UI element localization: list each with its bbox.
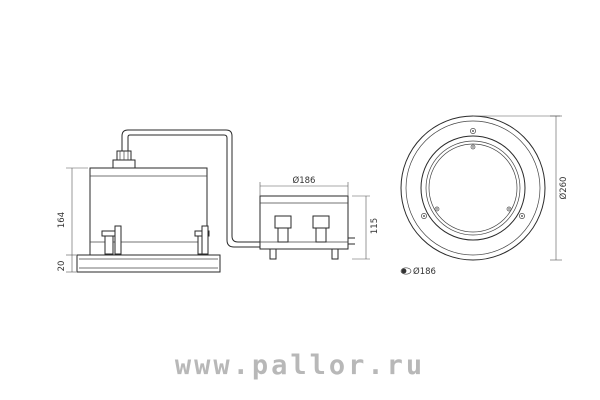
- dim-label-cutout: Ø186: [413, 266, 436, 277]
- housing: [89, 167, 208, 256]
- dim-260: [473, 115, 562, 261]
- luminaire-side-view: [76, 150, 221, 273]
- junction-box: [259, 195, 355, 260]
- dim-115: [352, 195, 370, 260]
- dim-20: [66, 255, 76, 273]
- dim-label-164: 164: [57, 212, 67, 228]
- dim-label-box-width: Ø186: [293, 175, 316, 186]
- dim-label-115: 115: [370, 218, 380, 234]
- cutout-icon: [400, 267, 412, 275]
- dim-label-20: 20: [57, 261, 67, 272]
- screw: [421, 128, 525, 219]
- connecting-cable: [121, 129, 262, 248]
- bezel-flange: [76, 254, 221, 273]
- watermark: www.pallor.ru: [174, 350, 426, 381]
- dim-box-width: [259, 182, 349, 196]
- dim-164: [66, 167, 88, 256]
- luminaire-front-view: [400, 115, 546, 261]
- spring-clip-left: [104, 235, 114, 255]
- dim-label-260: Ø260: [558, 177, 569, 200]
